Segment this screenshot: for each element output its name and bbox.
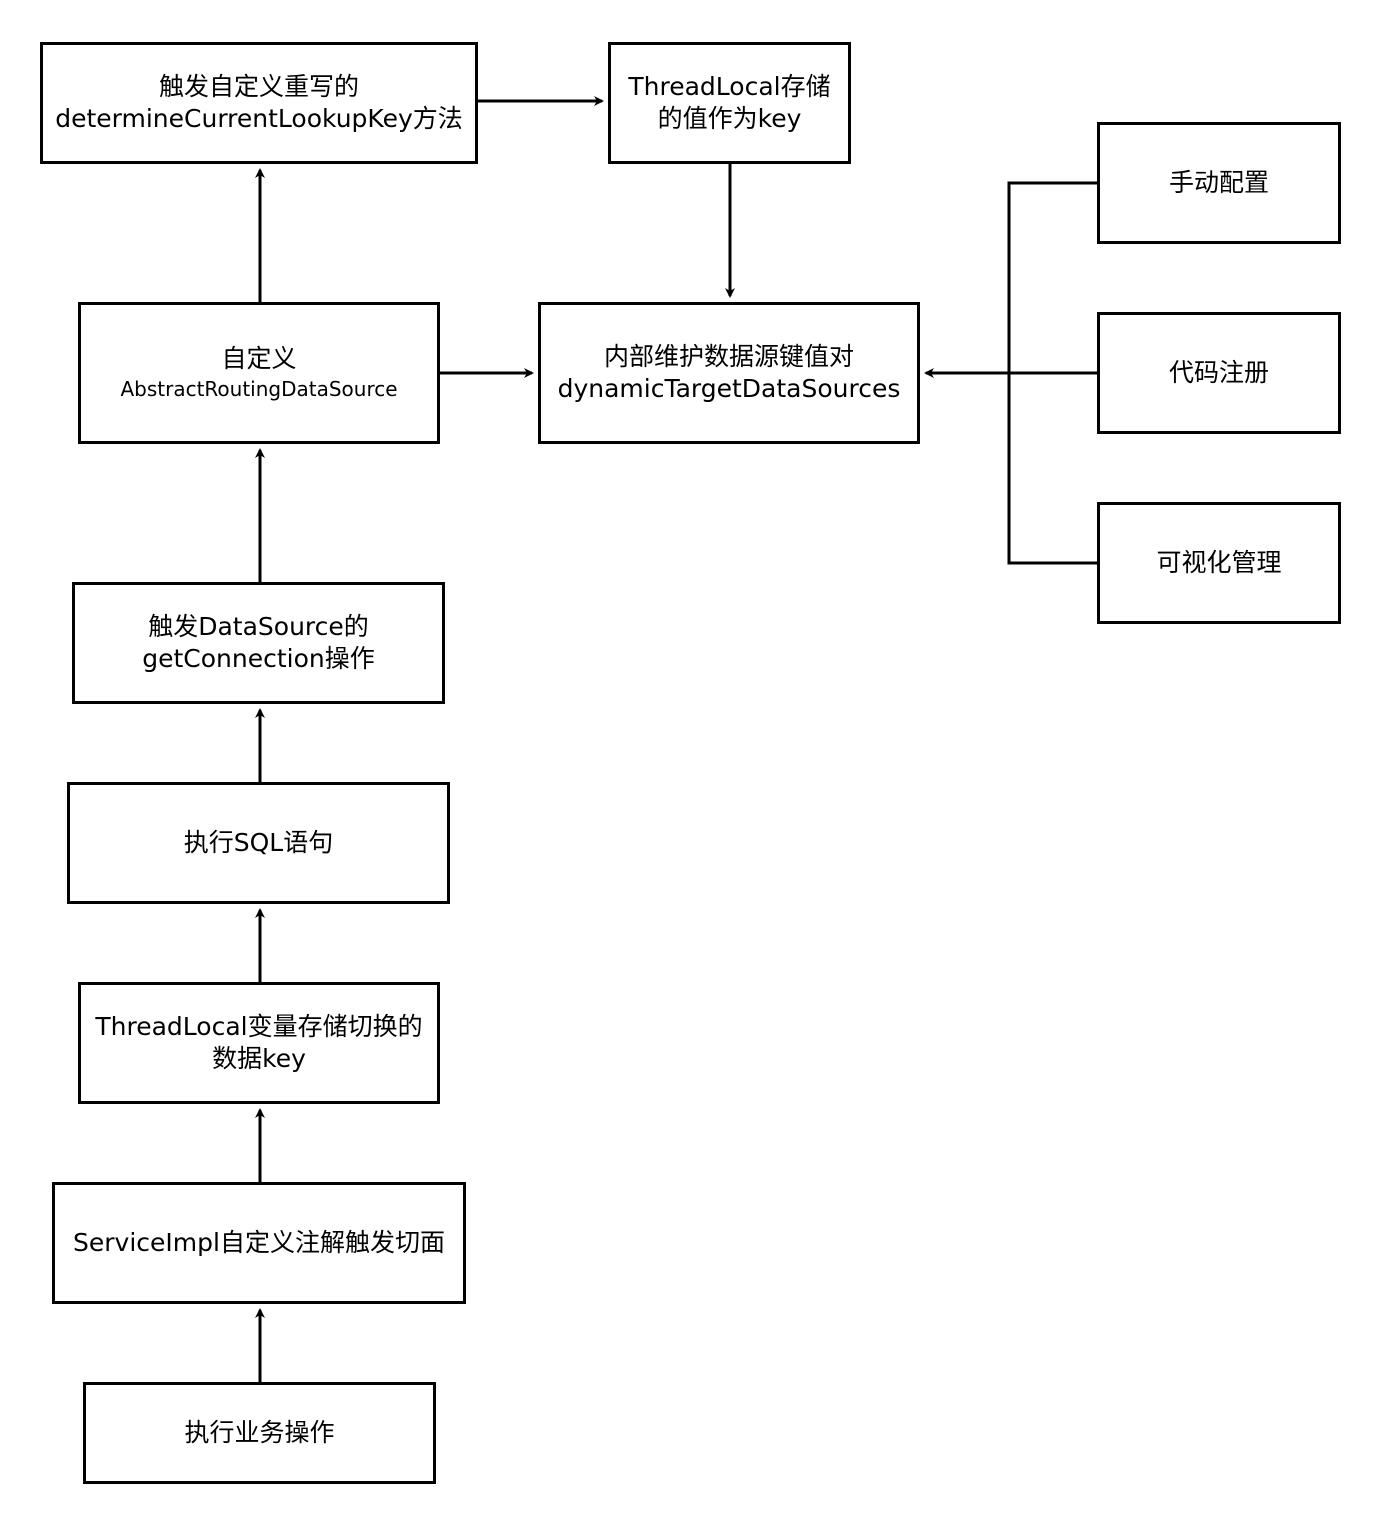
node-text: dynamicTargetDataSources [557,374,901,403]
node-annotation-aspect: ServiceImpl自定义注解触发切面 [52,1182,466,1304]
node-text: 的值作为key [657,104,802,133]
connector-visual-manage [1007,373,1097,565]
node-text: 数据key [212,1044,306,1073]
node-internal-datasource-map: 内部维护数据源键值对 dynamicTargetDataSources [538,302,920,444]
connector-manual-config [1007,181,1097,373]
node-text: getConnection操作 [142,644,375,673]
node-text: determineCurrentLookupKey方法 [55,104,463,133]
node-text: 内部维护数据源键值对 [603,342,854,371]
node-text: 自定义 [221,344,297,373]
node-text: 执行业务操作 [184,1418,335,1447]
node-text: 触发自定义重写的 [158,72,359,101]
node-text: 代码注册 [1168,358,1269,387]
node-code-register: 代码注册 [1097,312,1341,434]
node-execute-sql: 执行SQL语句 [67,782,450,904]
node-manual-config: 手动配置 [1097,122,1341,244]
node-text: ThreadLocal变量存储切换的 [95,1012,423,1041]
node-trigger-get-connection: 触发DataSource的 getConnection操作 [72,582,445,704]
node-text: 可视化管理 [1156,548,1282,577]
node-text: 执行SQL语句 [183,828,334,857]
node-threadlocal-switch-key: ThreadLocal变量存储切换的 数据key [78,982,440,1104]
node-custom-abstract-routing-datasource: 自定义 AbstractRoutingDataSource [78,302,440,444]
node-trigger-determine-lookup-key: 触发自定义重写的 determineCurrentLookupKey方法 [40,42,478,164]
node-text: 手动配置 [1168,168,1269,197]
node-text: AbstractRoutingDataSource [120,377,398,401]
node-text: 触发DataSource的 [148,612,369,641]
node-visual-manage: 可视化管理 [1097,502,1341,624]
node-business-operation: 执行业务操作 [83,1382,436,1484]
node-text: ThreadLocal存储 [628,72,831,101]
node-text: ServiceImpl自定义注解触发切面 [73,1228,445,1257]
node-threadlocal-value-as-key: ThreadLocal存储 的值作为key [608,42,851,164]
